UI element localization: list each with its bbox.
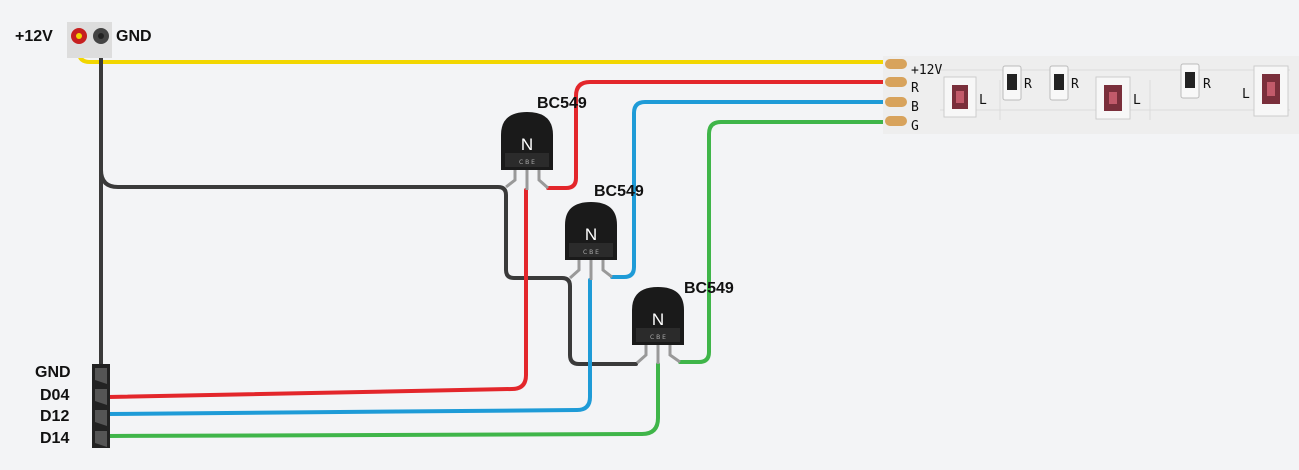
transistor-1-legs (505, 170, 549, 190)
power-terminal[interactable] (67, 22, 112, 58)
transistor-2-legs (569, 260, 613, 280)
transistor-3-face (636, 328, 680, 342)
header-slot (95, 368, 107, 384)
wire-green-collector[interactable] (678, 120, 895, 364)
transistor-2-pins: C B E (583, 249, 599, 256)
pad-r[interactable] (885, 77, 907, 87)
transistor-3-pins: C B E (650, 334, 666, 341)
vplus-terminal-hole (76, 33, 82, 39)
pad-label-g: G (911, 119, 919, 134)
transistor-2-label: BC549 (594, 183, 644, 200)
pad-b[interactable] (885, 97, 907, 107)
resistor-body (1054, 74, 1064, 90)
wire-green-base[interactable] (106, 362, 660, 438)
transistor-2[interactable]: N C B E (565, 202, 617, 280)
led-die-center (956, 91, 964, 103)
pin-header-slots (95, 368, 107, 447)
transistor-2-face (569, 243, 613, 257)
pad-label-b: B (911, 100, 919, 115)
strip-led-2 (1095, 76, 1131, 120)
gnd-label: GND (116, 28, 152, 45)
transistor-1-pins: C B E (519, 159, 535, 166)
strip-pads (885, 59, 907, 126)
strip-resistor-1 (1002, 65, 1022, 101)
led-3-label: L (1242, 87, 1250, 102)
transistor-1-type: N (521, 135, 533, 154)
transistor-3[interactable]: N C B E (632, 287, 684, 365)
wire-blue-collector[interactable] (610, 100, 895, 279)
strip-led-3 (1253, 65, 1289, 117)
header-pin-gnd: GND (35, 364, 71, 381)
pin-header-body (92, 364, 110, 448)
strip-resistor-2 (1049, 65, 1069, 101)
transistor-3-label: BC549 (684, 280, 734, 297)
resistor-body (1185, 72, 1195, 88)
led-die-center (1267, 82, 1275, 96)
resistor-body (1007, 74, 1017, 90)
header-pin-d12: D12 (40, 408, 69, 425)
header-slot (95, 431, 107, 447)
resistor-2-label: R (1071, 77, 1079, 92)
header-pin-d14: D14 (40, 430, 69, 447)
wire-red-base[interactable] (106, 188, 528, 399)
wires (77, 34, 895, 438)
wire-gnd-emitters[interactable] (99, 168, 638, 366)
transistor-3-legs (636, 345, 681, 365)
header-slot (95, 410, 107, 426)
led-2-label: L (1133, 93, 1141, 108)
transistor-1-face (505, 153, 549, 167)
led-strip[interactable]: +12V R B G L R R L (883, 56, 1299, 134)
pin-header[interactable] (92, 364, 110, 448)
transistor-1-label: BC549 (537, 95, 587, 112)
transistor-3-type: N (652, 310, 664, 329)
wire-red-collector[interactable] (546, 80, 895, 190)
wire-blue-base[interactable] (106, 278, 592, 416)
vplus-label: +12V (15, 28, 53, 45)
pad-label-12v: +12V (911, 63, 942, 78)
gnd-terminal-hole (98, 33, 104, 39)
pad-12v[interactable] (885, 59, 907, 69)
led-die-center (1109, 92, 1117, 104)
transistor-2-type: N (585, 225, 597, 244)
transistor-1[interactable]: N C B E (501, 112, 553, 190)
pad-label-r: R (911, 81, 919, 96)
resistor-3-label: R (1203, 77, 1211, 92)
strip-resistor-3 (1180, 63, 1200, 99)
strip-led-1 (943, 76, 977, 118)
wire-12v[interactable] (77, 34, 895, 64)
header-pin-d04: D04 (40, 387, 69, 404)
resistor-1-label: R (1024, 77, 1032, 92)
led-1-label: L (979, 93, 987, 108)
header-slot (95, 389, 107, 405)
pad-g[interactable] (885, 116, 907, 126)
